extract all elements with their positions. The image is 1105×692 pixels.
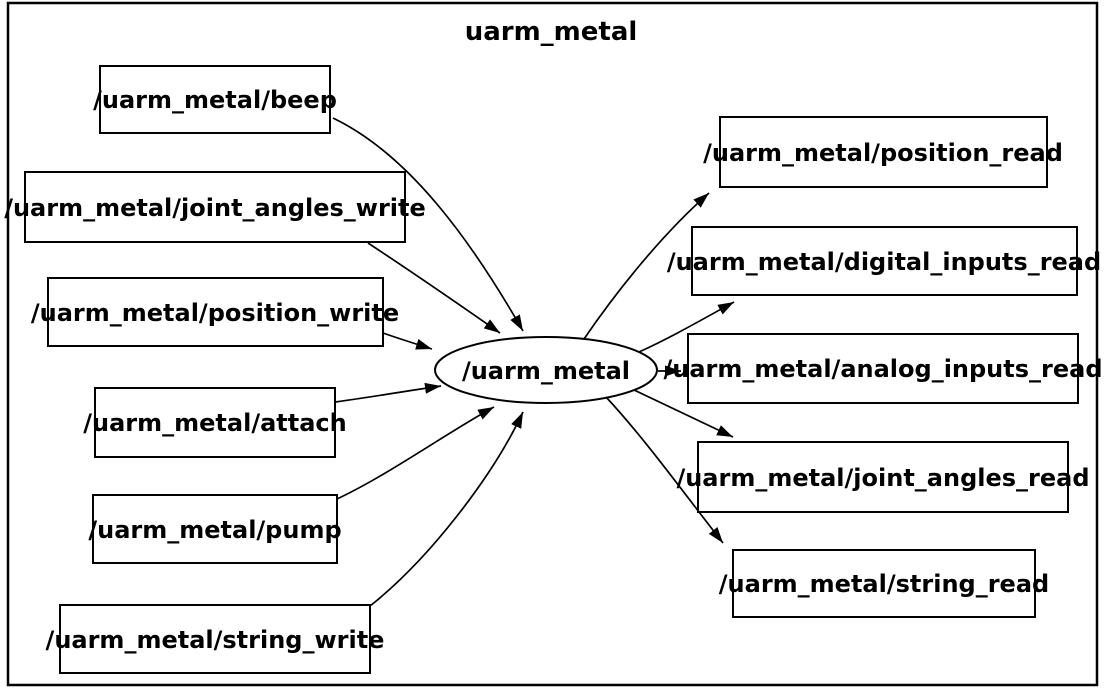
edge-node-to-position-read bbox=[583, 192, 710, 340]
topic-box bbox=[732, 549, 1036, 618]
topic-label: /uarm_metal/attach bbox=[83, 409, 346, 437]
node-ellipse bbox=[434, 336, 658, 404]
topic-label: /uarm_metal/joint_angles_read bbox=[676, 464, 1089, 492]
topic-box bbox=[24, 171, 406, 243]
topic-node-position-write: /uarm_metal/position_write bbox=[31, 277, 399, 347]
topic-label: /uarm_metal/beep bbox=[93, 86, 337, 114]
topic-label: /uarm_metal/string_write bbox=[46, 626, 385, 654]
topic-node-attach: /uarm_metal/attach bbox=[83, 387, 347, 458]
edges-into-node bbox=[332, 117, 524, 607]
topic-box bbox=[99, 65, 331, 134]
topic-label: /uarm_metal/digital_inputs_read bbox=[667, 248, 1101, 276]
topic-box bbox=[697, 441, 1069, 513]
edges-out-of-node bbox=[583, 192, 735, 544]
topic-label: /uarm_metal/position_write bbox=[31, 299, 399, 327]
topic-node-string-read: /uarm_metal/string_read bbox=[719, 549, 1049, 618]
topic-box bbox=[691, 226, 1078, 296]
topic-node-digital-inputs-read: /uarm_metal/digital_inputs_read bbox=[667, 226, 1101, 296]
edge-position-write-to-node bbox=[382, 332, 433, 350]
topic-box bbox=[92, 494, 338, 564]
topic-box bbox=[59, 604, 371, 674]
edge-joint-angles-write-to-node bbox=[367, 242, 501, 334]
topic-label: /uarm_metal/string_read bbox=[719, 570, 1049, 598]
edge-pump-to-node bbox=[336, 406, 495, 500]
topic-label: /uarm_metal/joint_angles_write bbox=[4, 194, 426, 222]
topic-label: /uarm_metal/position_read bbox=[703, 139, 1063, 167]
ros-node-uarm-metal: /uarm_metal bbox=[434, 336, 658, 404]
edge-node-to-string-read bbox=[605, 396, 724, 544]
topic-box bbox=[719, 116, 1048, 188]
graph-title: uarm_metal bbox=[465, 17, 638, 47]
topic-box bbox=[687, 333, 1079, 404]
edge-string-write-to-node bbox=[369, 411, 524, 607]
topic-box bbox=[47, 277, 384, 347]
edge-attach-to-node bbox=[334, 382, 442, 403]
edge-beep-to-node bbox=[332, 117, 524, 332]
topic-node-analog-inputs-read: /uarm_metal/analog_inputs_read bbox=[663, 333, 1103, 404]
node-label: /uarm_metal bbox=[462, 357, 630, 385]
topic-node-pump: /uarm_metal/pump bbox=[88, 494, 342, 564]
topic-box bbox=[94, 387, 336, 458]
topic-node-beep: /uarm_metal/beep bbox=[93, 65, 337, 134]
topic-node-joint-angles-read: /uarm_metal/joint_angles_read bbox=[676, 441, 1090, 513]
topic-node-position-read: /uarm_metal/position_read bbox=[703, 116, 1063, 188]
edge-node-to-digital-inputs-read bbox=[638, 301, 735, 353]
cluster-border bbox=[6, 1, 1099, 687]
topic-label: /uarm_metal/analog_inputs_read bbox=[663, 355, 1102, 383]
topic-node-joint-angles-write: /uarm_metal/joint_angles_write bbox=[4, 171, 426, 243]
edge-node-to-joint-angles-read bbox=[633, 389, 734, 438]
topic-node-string-write: /uarm_metal/string_write bbox=[46, 604, 385, 674]
topic-label: /uarm_metal/pump bbox=[88, 516, 341, 544]
